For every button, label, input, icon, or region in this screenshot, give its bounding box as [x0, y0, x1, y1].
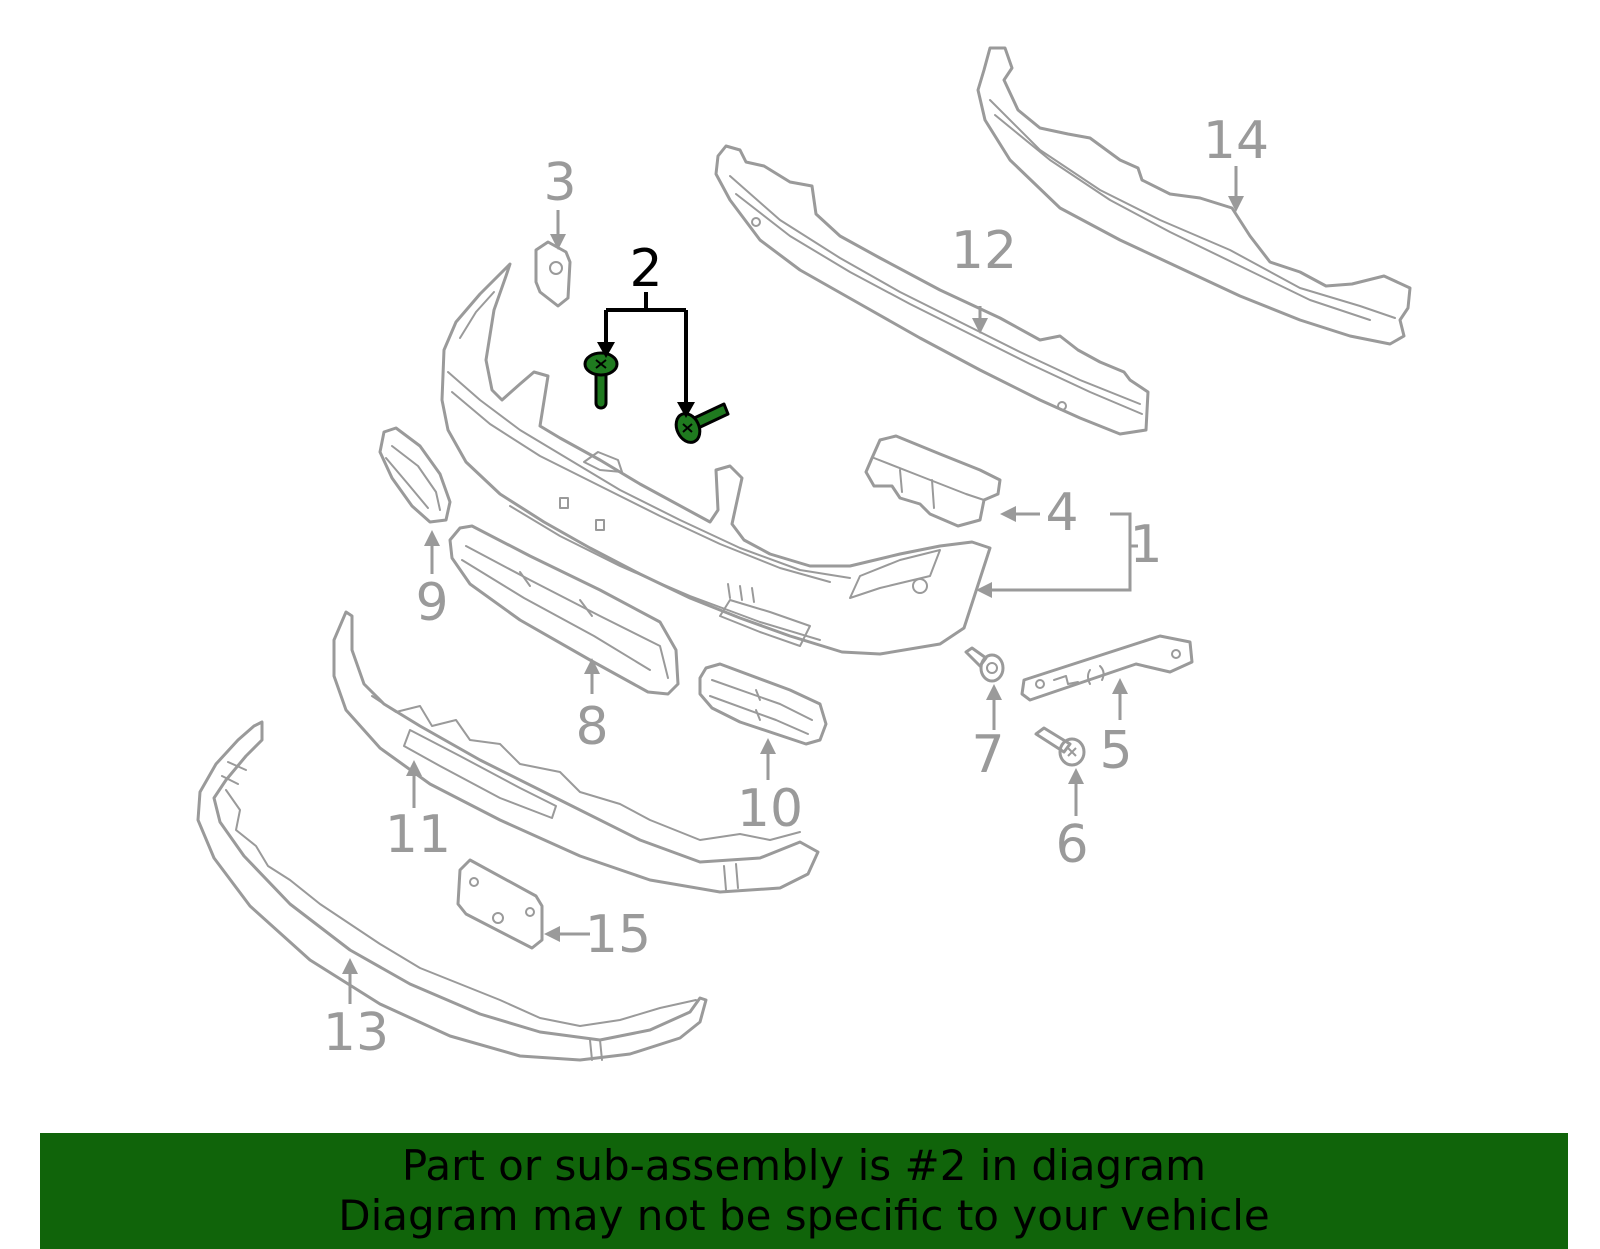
banner-disclaimer: Diagram may not be specific to your vehi… — [338, 1191, 1270, 1240]
parts-diagram: 2 3 12 14 4 1 9 8 10 11 7 5 6 15 13 — [196, 46, 1412, 1063]
callout-2: 2 — [629, 239, 662, 299]
part-9-grille-left[interactable] — [378, 426, 452, 524]
callout-1: 1 — [1129, 515, 1162, 575]
callout-3: 3 — [543, 153, 576, 213]
callout-15: 15 — [585, 905, 651, 965]
callout-6: 6 — [1055, 815, 1088, 875]
info-banner: Part or sub-assembly is #2 in diagram Di… — [40, 1133, 1568, 1249]
part-12-reinforcement[interactable] — [714, 144, 1150, 436]
leader-1 — [980, 512, 1132, 592]
callout-5: 5 — [1099, 721, 1132, 781]
callout-9: 9 — [415, 573, 448, 633]
part-7-push-clip[interactable] — [964, 646, 1005, 683]
part-13-air-dam[interactable] — [196, 720, 708, 1062]
callout-8: 8 — [575, 697, 608, 757]
callout-11: 11 — [385, 805, 451, 865]
part-2-fasteners[interactable] — [583, 351, 730, 446]
leader-2 — [604, 292, 688, 410]
part-8-grille-center[interactable] — [448, 524, 680, 696]
fastener-bolt-vertical[interactable] — [583, 351, 619, 410]
part-3-bracket[interactable] — [534, 240, 572, 308]
part-1-bumper-cover[interactable] — [440, 262, 992, 656]
part-10-grille-right[interactable] — [698, 662, 828, 746]
callout-10: 10 — [737, 779, 803, 839]
callout-13: 13 — [323, 1003, 389, 1063]
callout-12: 12 — [951, 221, 1017, 281]
part-6-screw[interactable] — [1034, 726, 1086, 767]
fastener-bolt-angled[interactable] — [672, 402, 730, 446]
callout-7: 7 — [971, 725, 1004, 785]
part-14-absorber[interactable] — [976, 46, 1412, 346]
part-4-guide[interactable] — [864, 434, 1002, 528]
banner-part-note: Part or sub-assembly is #2 in diagram — [401, 1141, 1207, 1190]
part-11-lower-valance[interactable] — [332, 610, 820, 894]
part-5-side-bracket[interactable] — [1020, 634, 1194, 702]
part-15-license-bracket[interactable] — [456, 858, 544, 950]
callout-labels: 2 3 12 14 4 1 9 8 10 11 7 5 6 15 13 — [323, 111, 1269, 1063]
leader-lines — [342, 166, 1244, 1004]
callout-4: 4 — [1045, 483, 1078, 543]
callout-14: 14 — [1203, 111, 1269, 171]
